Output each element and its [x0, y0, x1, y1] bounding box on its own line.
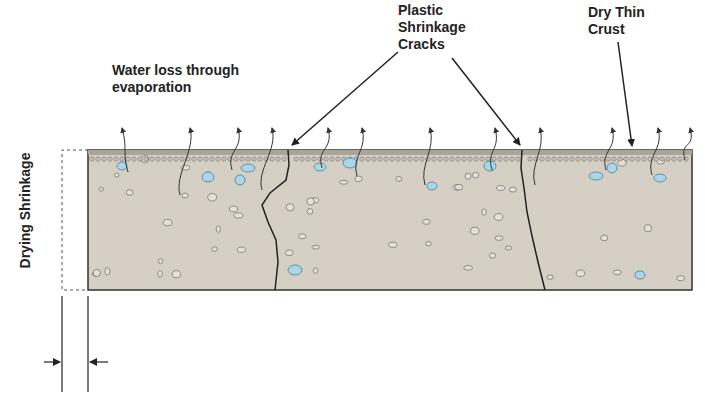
- dimension-line: [61, 296, 62, 392]
- leader-line: [452, 58, 520, 145]
- dry-crust: [88, 150, 692, 155]
- drying-shrinkage-label: Drying Shrinkage: [18, 152, 35, 268]
- evaporation-label: Water loss through evaporation: [112, 62, 282, 96]
- dimension-arrow: [44, 361, 60, 362]
- aggregate: [90, 156, 688, 281]
- leader-line: [618, 42, 632, 146]
- evaporation-arrows: [122, 128, 691, 195]
- dimension-line: [87, 296, 88, 392]
- crack: [521, 150, 545, 290]
- crack: [262, 150, 289, 290]
- leader-line: [292, 52, 398, 145]
- crack-label: Plastic Shrinkage Cracks: [398, 2, 508, 53]
- crust-label: Dry Thin Crust: [588, 4, 678, 38]
- dimension-arrow: [90, 361, 108, 362]
- concrete-slab: [88, 150, 692, 290]
- original-outline: [62, 150, 88, 290]
